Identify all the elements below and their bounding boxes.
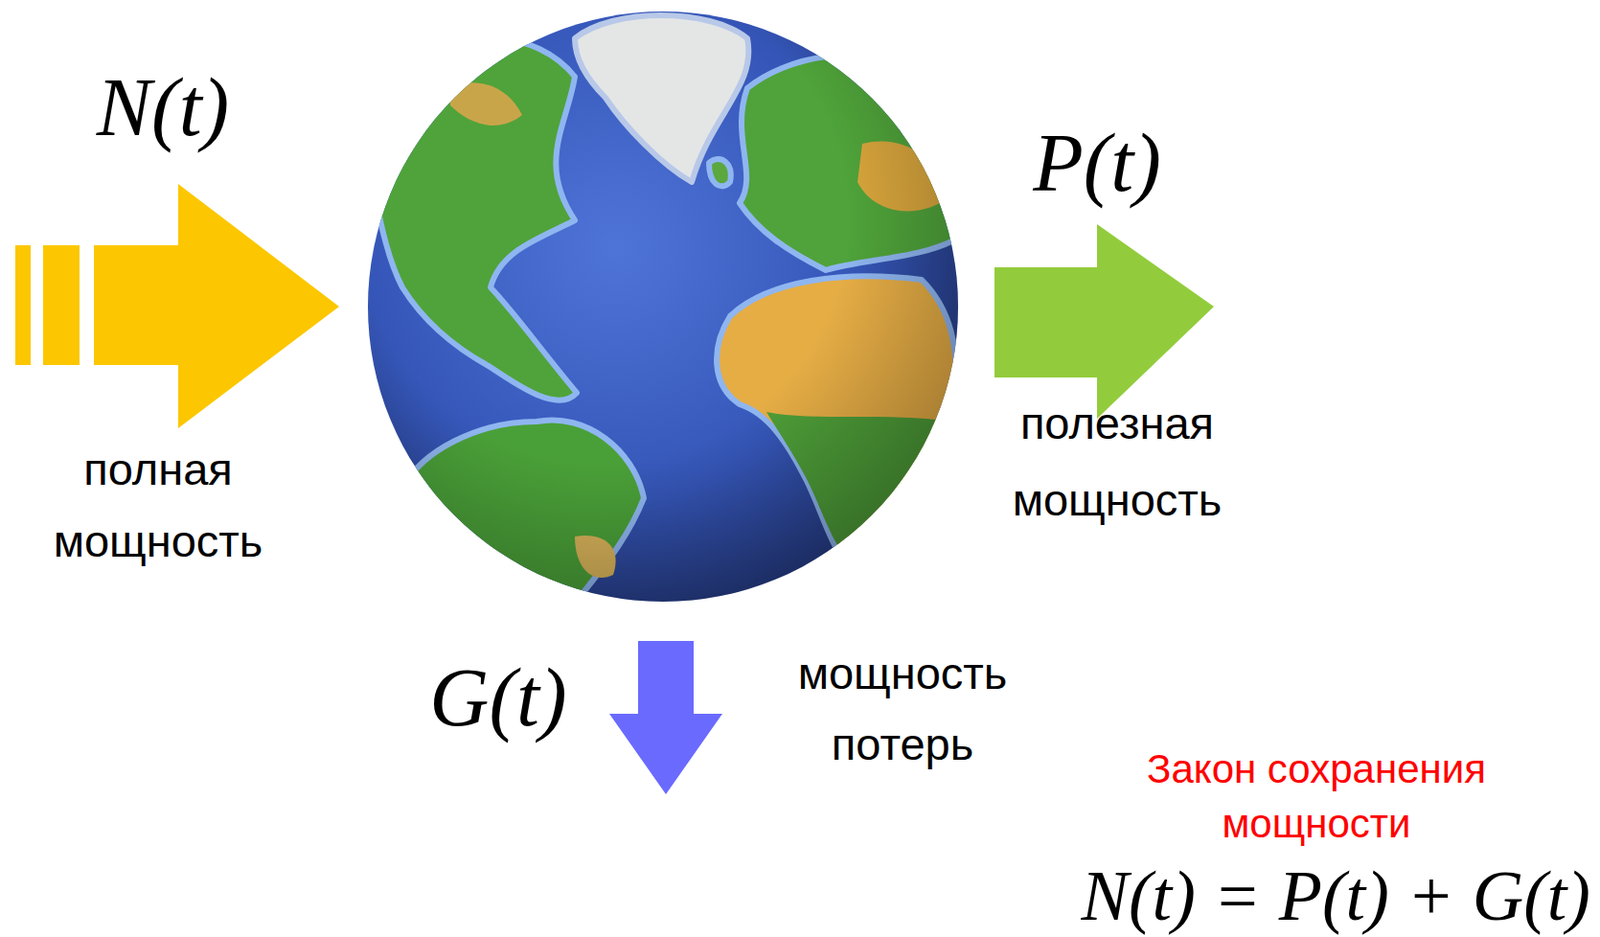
earth-globe (367, 11, 959, 614)
arrow-caption: мощность потерь (798, 638, 1008, 780)
loss-arrow (609, 640, 723, 795)
arrow-caption: полная мощность (53, 433, 264, 577)
arrow-stripe (43, 245, 80, 366)
useful-power-arrow (994, 224, 1214, 419)
power-symbol: N(t) (96, 62, 230, 154)
power-symbol: G(t) (429, 652, 567, 744)
input-arrow (15, 183, 340, 429)
formula: N(t) = P(t) + G(t) (1081, 859, 1591, 935)
arrow-stripe (15, 245, 31, 366)
arrow-caption: полезная мощность (1012, 385, 1223, 539)
arrow-body (93, 183, 340, 429)
power-symbol: P(t) (1032, 117, 1162, 209)
law-title: Закон сохранения мощности (1096, 742, 1537, 851)
